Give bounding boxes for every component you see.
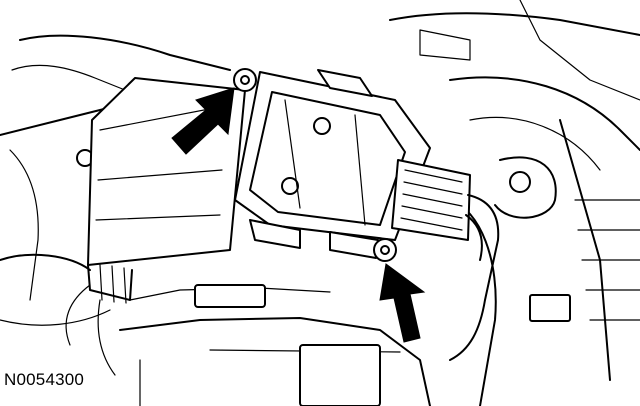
arrow-icon xyxy=(379,263,426,343)
mounting-bracket xyxy=(234,69,431,259)
part-number-label: N0054300 xyxy=(4,370,85,389)
electrical-connector xyxy=(391,159,500,361)
bolt-icon xyxy=(233,68,257,92)
bolt-icon xyxy=(373,238,397,262)
arrow-icon xyxy=(171,87,235,155)
